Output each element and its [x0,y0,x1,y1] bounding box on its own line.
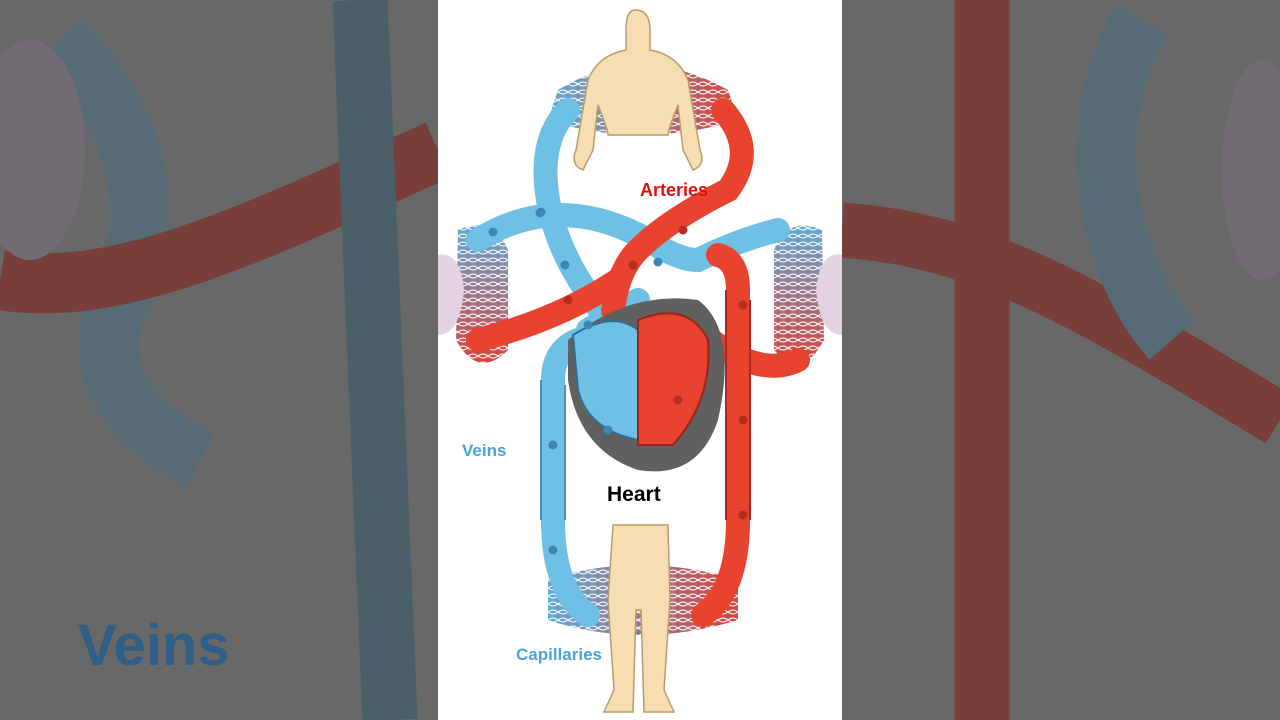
blood-cells-veins [488,207,663,555]
circulatory-diagram: Arteries Veins Heart Capillaries [438,0,842,720]
body-upper-silhouette [573,9,703,171]
background-right [842,0,1280,720]
background-veins-caption: Veins [78,613,230,678]
capillary-bed-right-lung [774,225,842,363]
blood-cells-arteries [563,225,748,520]
arteries [466,98,810,627]
arteries-label: Arteries [640,180,709,200]
body-lower-silhouette [602,524,676,713]
veins-label: Veins [462,441,507,460]
background-dim [842,0,1280,720]
heart-label: Heart [607,483,661,506]
diagram-art [438,9,842,713]
background-right-art [842,0,1280,720]
background-left: Veins [0,0,438,720]
capillaries-label: Capillaries [516,645,602,664]
background-dim [0,0,438,720]
background-left-art [0,0,438,720]
